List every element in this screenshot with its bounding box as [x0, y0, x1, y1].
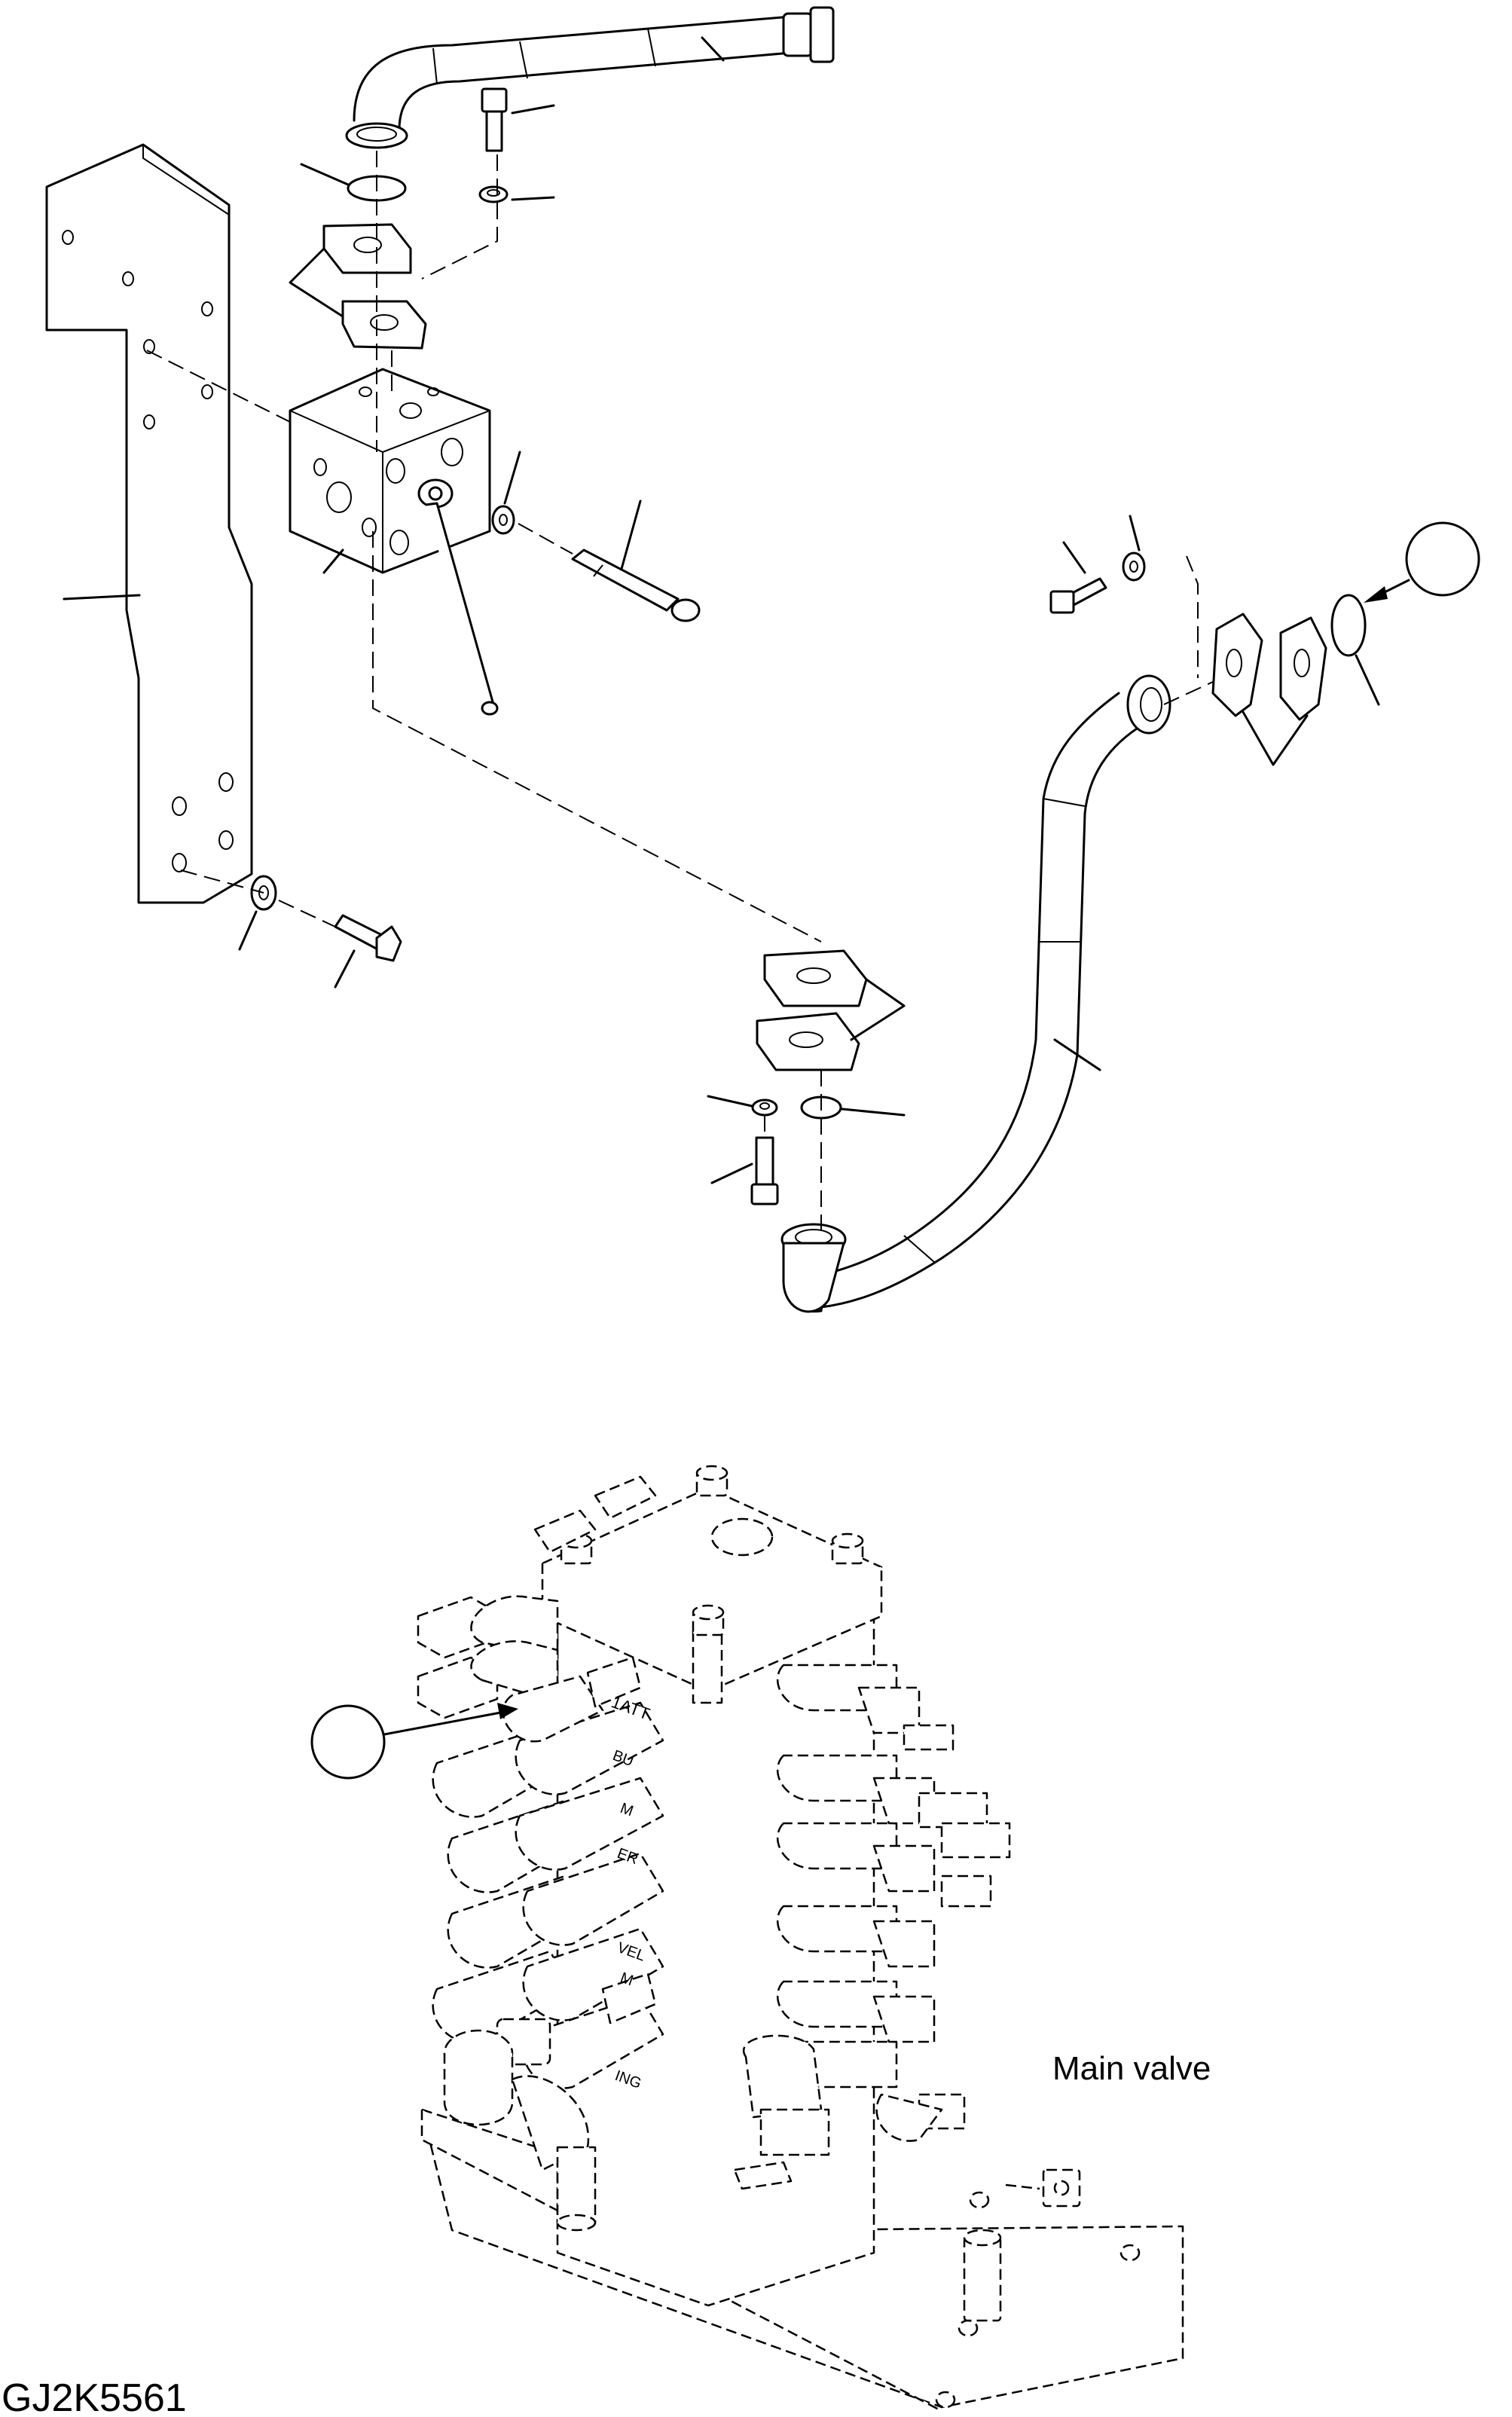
main-valve-top-bolts	[560, 1465, 864, 1636]
split-flange-top	[289, 223, 427, 350]
washer-mid	[491, 451, 521, 535]
washer-bracket	[238, 875, 277, 951]
bolt-long	[571, 500, 701, 622]
bolt-right	[1049, 541, 1107, 614]
main-valve-left-spools	[417, 1475, 664, 2089]
hose-right	[780, 674, 1171, 1313]
washer-top	[478, 185, 555, 203]
alignment-lines	[146, 151, 1214, 1236]
bolt-bracket	[334, 914, 402, 988]
spool-label-m2: M	[618, 1969, 635, 1989]
callout-ball-a	[1364, 521, 1480, 603]
washer-right	[1122, 515, 1146, 582]
main-valve-label: Main valve	[1052, 2050, 1211, 2087]
main-valve-lower-fittings	[443, 2029, 1081, 2322]
split-flange-right	[1211, 613, 1327, 766]
o-ring-lower	[800, 1095, 906, 1120]
washer-lower	[707, 1095, 778, 1117]
bolt-top	[481, 87, 555, 152]
main-valve: 1ATT BU M ER VEL M ING	[417, 1465, 1184, 2412]
mounting-bracket	[45, 143, 253, 904]
callout-ball-b	[310, 1703, 518, 1780]
drawing-code: GJ2K5561	[2, 2376, 187, 2417]
o-ring-top	[300, 163, 407, 202]
split-flange-lower	[756, 949, 906, 1071]
bolt-lower	[710, 1136, 779, 1205]
spool-label-m: M	[618, 1800, 635, 1820]
valve-lever	[417, 478, 499, 716]
o-ring-right	[1330, 594, 1380, 706]
hose-top	[345, 6, 835, 149]
valve-block	[289, 368, 491, 574]
